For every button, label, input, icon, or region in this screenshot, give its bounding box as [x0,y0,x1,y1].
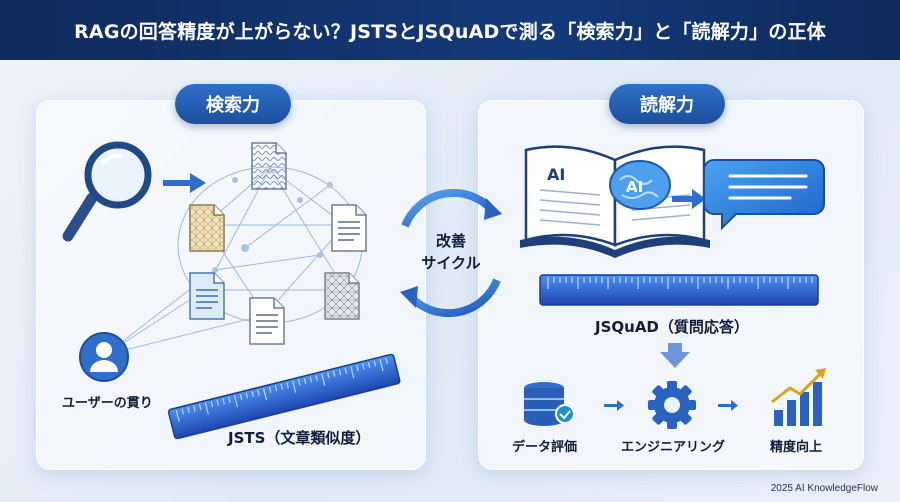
ruler-tick [297,379,301,386]
book-ai-badge: AI [547,165,565,184]
ruler-tick [332,370,336,377]
growth-chart-icon [771,368,826,426]
arrow-right-icon [604,400,624,411]
ruler-tick [228,396,231,403]
ruler-tick [245,392,249,399]
document-icon-text [331,204,367,252]
speech-bubble-icon [703,159,825,231]
brain-icon: AI [609,160,671,210]
ruler-tick [262,388,268,401]
ruler-tick [181,408,185,415]
retrieval-heading: 検索力 [175,84,291,124]
document-icon-wave [251,142,287,190]
jsts-label: JSTS（文章類似度） [228,429,371,447]
copyright-credit: 2025 AI KnowledgeFlow [770,483,878,494]
ruler-tick [350,366,355,379]
ruler-tick [280,383,284,390]
ruler-tick [338,369,342,376]
ruler-tick [356,364,359,371]
ruler-tick [222,398,225,405]
ruler-tick [292,380,297,393]
ruler-tick [321,373,326,386]
ruler-tick [309,376,313,383]
cycle-line2: サイクル [421,254,481,272]
ruler-tick [367,361,371,369]
ruler-tick [361,363,365,370]
database-check-icon [524,382,575,426]
ruler-tick [315,375,319,382]
ruler-tick [216,399,220,406]
ruler-tick [385,357,388,364]
document-icon-blue-text [189,272,225,320]
ruler-tick [373,360,377,367]
ruler-tick [175,409,180,422]
ruler-tick [198,404,202,411]
user-query-label: ユーザーの貫り [62,396,153,411]
ruler-tick [274,385,278,392]
arrow-right-icon [163,173,206,193]
ruler-tick [344,367,348,374]
ruler-tick [286,382,289,389]
improvement-cycle-label: 改善 サイクル [412,230,490,274]
arrow-down-icon [660,343,690,368]
step-accuracy-improvement: 精度向上 [770,440,823,455]
document-icon-plain [249,297,285,345]
jsquad-ruler-icon [539,274,819,306]
ruler-tick [303,377,307,385]
ruler-tick [193,405,196,412]
ruler-tick [251,390,254,398]
step-engineering: エンジニアリング [621,440,726,455]
ruler-tick [257,389,260,396]
open-book-icon: AI [520,145,710,258]
page-title: RAGの回答精度が上がらない？JSTSとJSQuADで測る「検索力」と「読解力」… [0,0,900,60]
ruler-tick [187,406,190,414]
step-data-evaluation: データ評価 [512,440,578,455]
user-icon [79,332,129,382]
reading-heading: 読解力 [609,84,725,124]
improvement-cycle-icon [400,188,502,318]
magnifier-icon [62,141,152,242]
ruler-tick [327,372,330,379]
gear-icon [648,381,696,429]
arrow-right-icon [672,189,706,209]
ruler-tick [239,393,243,401]
ruler-tick [233,395,238,408]
document-icon-grey-pattern [324,272,360,320]
jsts-ruler-icon [167,353,401,440]
brain-ai-badge: AI [626,178,643,196]
cycle-line1: 改善 [435,232,466,250]
jsquad-label: JSQuAD（質問応答） [595,318,749,336]
ruler-tick [204,402,209,415]
ruler-tick [210,401,214,408]
document-icon-gold [189,204,225,252]
arrow-right-icon [718,400,738,411]
ruler-tick [379,359,384,371]
ruler-tick [268,386,272,393]
